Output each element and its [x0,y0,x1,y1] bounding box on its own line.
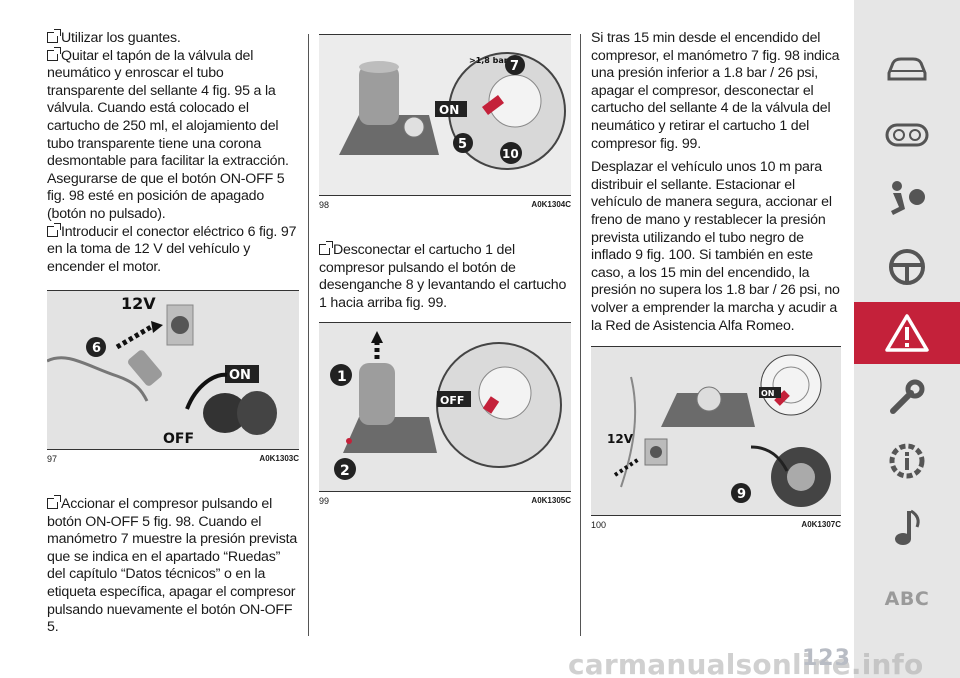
music-icon[interactable] [854,496,960,558]
figure-caption: 98 A0K1304C [319,200,571,210]
figure-caption: 99 A0K1305C [319,496,571,506]
socket-label: 12V [607,432,634,446]
checkbox-bullet-icon [47,222,61,237]
page-number: 123 [802,646,851,671]
socket-label: 12V [121,294,156,313]
checkbox-bullet-icon [47,495,61,509]
column-1-lower: Accionar el compresor pulsando el botón … [47,495,299,637]
off-label: OFF [440,394,464,407]
figure-100: ON 12V 9 100 A0K1307C [591,346,841,530]
paragraph: Si tras 15 min desde el encendido del co… [591,30,840,152]
figure-97-image: 12V 6 ON OFF [47,290,299,450]
checkbox-bullet-icon [47,29,61,43]
figure-100-image: ON 12V 9 [591,346,841,516]
on-label: ON [439,103,459,117]
on-label: ON [761,389,775,398]
airbag-icon[interactable] [854,168,960,230]
steering-wheel-icon[interactable] [854,236,960,298]
watermark: carmanualsonline.info [568,648,924,678]
checkbox-bullet-icon [319,241,333,255]
instruction-item: Quitar el tapón de la válvula del neumát… [47,46,289,222]
callout-number: 2 [340,463,350,479]
abc-index-button[interactable]: ABC [884,588,930,610]
callout-number: 10 [502,147,519,161]
on-label: ON [229,368,251,383]
column-divider [308,34,309,636]
figure-caption: 100 A0K1307C [591,520,841,530]
figure-caption: 97 A0K1303C [47,454,299,464]
checkbox-bullet-icon [47,46,61,61]
column-2: Desconectar el cartucho 1 del compresor … [319,241,571,312]
column-3: Si tras 15 min desde el encendido del co… [591,30,843,335]
figure-99: OFF 1 2 99 A0K1305C [319,322,571,506]
settings-info-icon[interactable] [854,430,960,492]
chapter-sidebar: ABC [854,0,960,678]
instruction-item: Desconectar el cartucho 1 del compresor … [319,241,567,311]
callout-number: 1 [337,369,347,385]
figure-98-image: ON >1,8 bar 7 5 10 [319,34,571,196]
instruction-item: Introducir el conector eléctrico 6 fig. … [47,222,297,275]
callout-number: 6 [92,341,101,356]
column-divider [580,34,581,636]
column-1: Utilizar los guantes. Quitar el tapón de… [47,29,299,276]
instruction-item: Accionar el compresor pulsando el botón … [47,495,298,636]
car-icon[interactable] [854,38,960,100]
callout-number: 7 [510,59,519,74]
pressure-label: >1,8 bar [469,56,508,65]
warning-icon[interactable] [854,302,960,364]
figure-99-image: OFF 1 2 [319,322,571,492]
figure-98: ON >1,8 bar 7 5 10 98 A0K1304C [319,34,571,210]
callout-number: 9 [737,487,746,502]
callout-number: 5 [458,137,467,152]
figure-97: 12V 6 ON OFF 97 A0K1303C [47,290,299,464]
off-label: OFF [163,431,194,447]
wrench-icon[interactable] [854,366,960,428]
instruction-item: Utilizar los guantes. [47,29,299,48]
dashboard-icon[interactable] [854,104,960,166]
paragraph: Desplazar el vehículo unos 10 m para dis… [591,159,840,334]
